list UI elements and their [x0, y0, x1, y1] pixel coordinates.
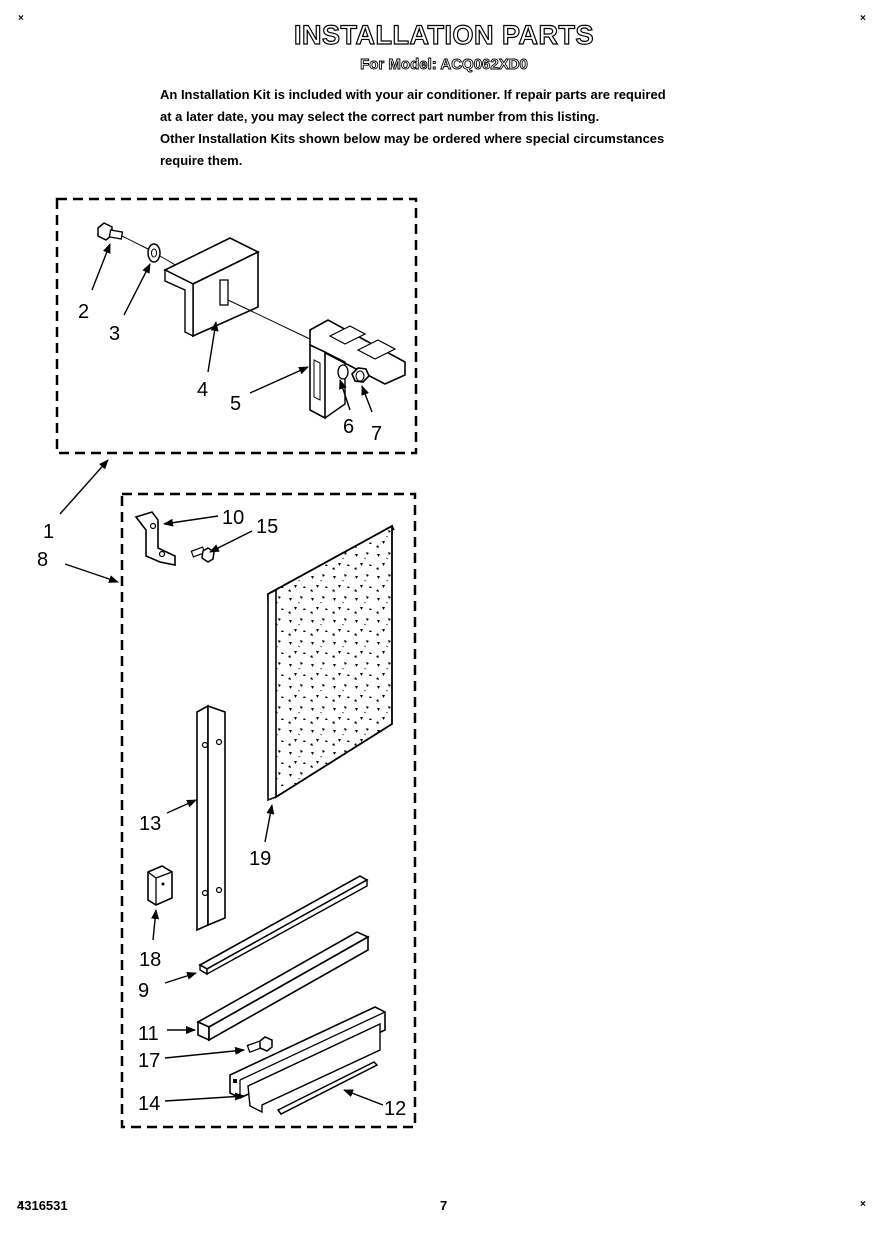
callout-18: 18	[139, 949, 161, 971]
callout-11: 11	[138, 1023, 159, 1045]
kit-1-outline	[55, 197, 418, 455]
callout-3: 3	[109, 323, 120, 345]
registration-mark-bottom-right: ×	[860, 1199, 866, 1210]
callout-1: 1	[43, 521, 54, 543]
callout-17: 17	[138, 1050, 160, 1072]
part-17-screw	[246, 1036, 273, 1053]
callout-13: 13	[139, 813, 161, 835]
model-subtitle: For Model: ACQ062XD0	[360, 56, 529, 74]
part-9-foam-strip	[198, 875, 369, 976]
callout-9: 9	[138, 980, 149, 1002]
intro-text: An Installation Kit is included with you…	[160, 84, 760, 172]
callout-2: 2	[78, 301, 89, 323]
intro-line: Other Installation Kits shown below may …	[160, 131, 665, 146]
part-18-small-block	[147, 865, 173, 906]
intro-line: at a later date, you may select the corr…	[160, 109, 600, 124]
part-4-foam-block	[163, 237, 313, 341]
registration-mark-top-left: ×	[18, 13, 24, 24]
registration-mark-top-right: ×	[860, 13, 866, 24]
intro-line: require them.	[160, 153, 243, 168]
part-11-foam-bar	[196, 931, 370, 1042]
part-6-washer	[337, 364, 349, 380]
page-title: INSTALLATION PARTS	[293, 19, 594, 50]
callout-5: 5	[230, 393, 241, 415]
callout-10: 10	[222, 507, 244, 529]
callout-4: 4	[197, 379, 208, 401]
part-10-angle-bracket	[134, 511, 176, 566]
part-19-foam-panel	[267, 524, 395, 802]
callout-8: 8	[37, 549, 48, 571]
document-number: 4316531	[17, 1198, 68, 1213]
callout-6: 6	[343, 416, 354, 438]
callout-leaders	[59, 243, 384, 1106]
part-3-washer	[147, 243, 185, 271]
part-12-seal-strip	[276, 1061, 379, 1115]
kit-8-outline	[120, 492, 417, 1129]
part-2-screw	[97, 222, 149, 250]
part-7-nut	[351, 367, 370, 383]
part-15-screw	[190, 546, 215, 563]
callout-12: 12	[384, 1098, 406, 1120]
intro-line: An Installation Kit is included with you…	[160, 87, 666, 102]
callout-15: 15	[256, 516, 278, 538]
callout-7: 7	[371, 423, 382, 445]
part-5-mounting-bracket	[309, 319, 406, 420]
callout-14: 14	[138, 1093, 160, 1115]
callout-19: 19	[249, 848, 271, 870]
part-13-side-channel	[196, 704, 226, 932]
page-number: 7	[440, 1198, 448, 1213]
registration-mark-bottom-left: ×	[18, 1199, 24, 1210]
part-14-sill-channel	[229, 1006, 386, 1114]
